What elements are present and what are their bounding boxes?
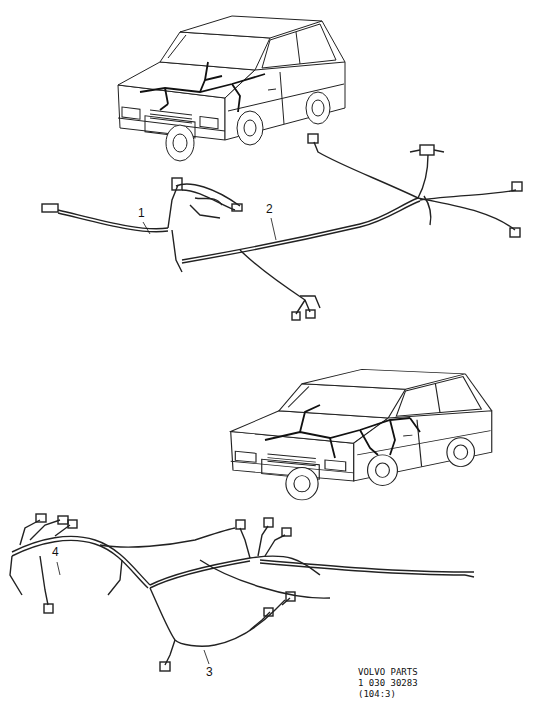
callout-number: 4 bbox=[51, 546, 60, 558]
catalog-note: VOLVO PARTS bbox=[357, 668, 419, 677]
callout-number: 1 bbox=[137, 207, 146, 219]
catalog-note: (104:3) bbox=[357, 690, 397, 699]
catalog-note: 1 030 30283 bbox=[357, 679, 419, 688]
callout-number: 3 bbox=[205, 666, 214, 678]
callout-number: 2 bbox=[265, 203, 274, 215]
